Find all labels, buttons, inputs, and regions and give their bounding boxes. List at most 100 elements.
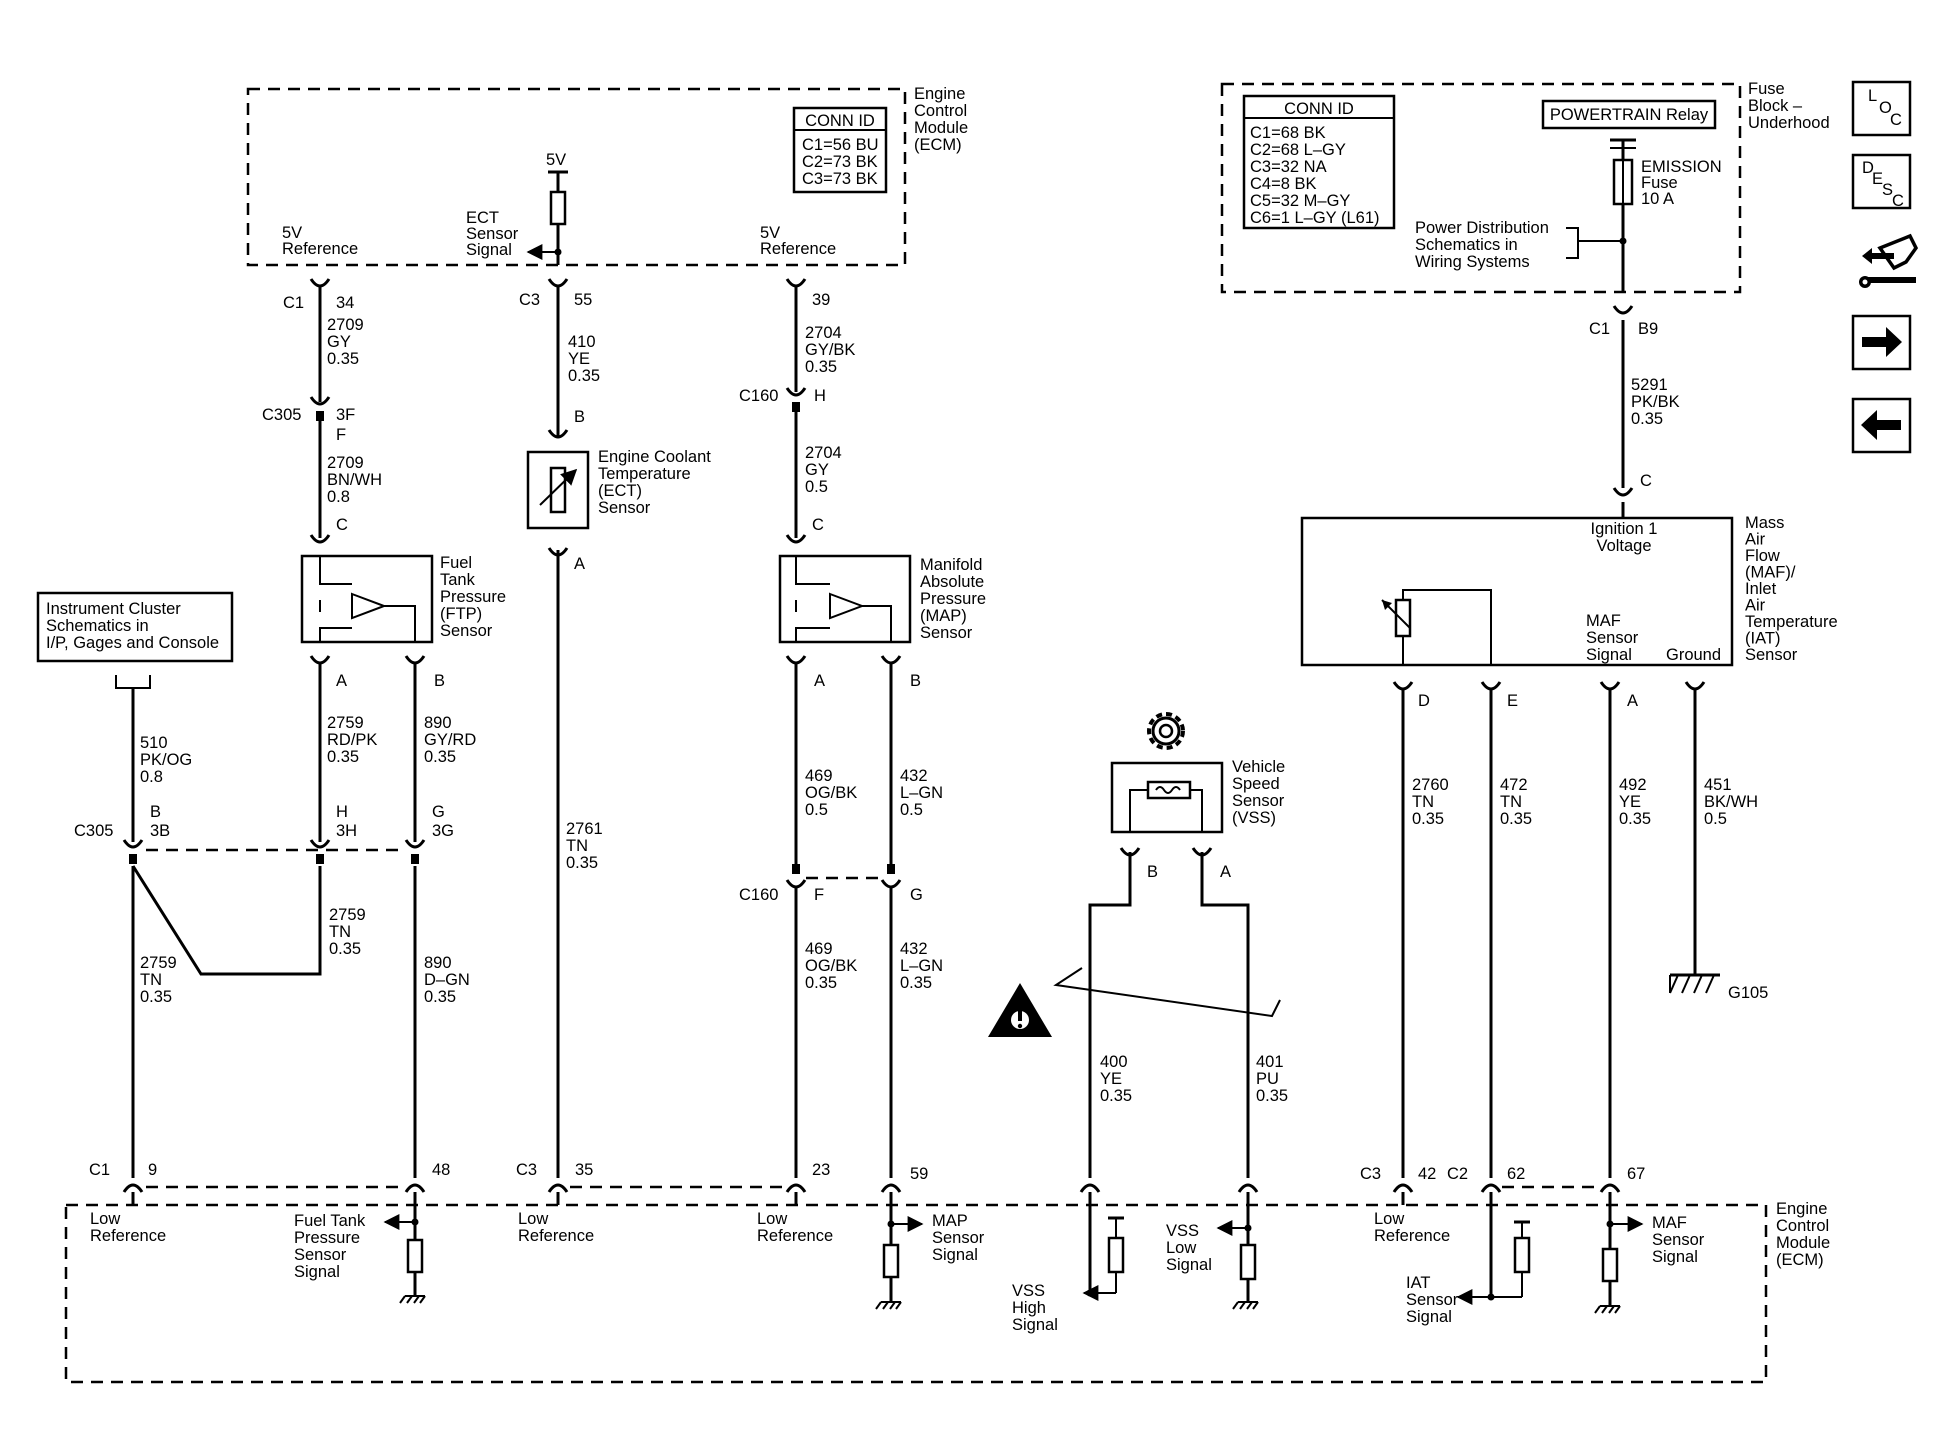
svg-text:C: C bbox=[1890, 111, 1902, 129]
maf-ground-label: Ground bbox=[1666, 646, 1721, 664]
maf-iat-sensor bbox=[1300, 502, 1734, 667]
powertrain-relay-label: POWERTRAIN Relay bbox=[1550, 106, 1709, 124]
connector-label: 3F bbox=[336, 406, 355, 424]
fuse-conn-id-table: CONN ID C1=68 BK C2=68 L–GY C3=32 NA C4=… bbox=[1242, 94, 1396, 230]
connector-label: C1 bbox=[1589, 320, 1610, 338]
connector-label: B9 bbox=[1638, 320, 1658, 338]
svg-text:C: C bbox=[1892, 192, 1904, 210]
connector-label: A bbox=[336, 672, 347, 690]
connector-label: 3H bbox=[336, 822, 357, 840]
connector-label: C bbox=[336, 516, 348, 534]
ecm-low-reference-stubs bbox=[131, 1192, 1405, 1205]
connector-label: A bbox=[814, 672, 825, 690]
ect-sensor bbox=[526, 450, 590, 530]
powertrain-relay: POWERTRAIN Relay bbox=[1541, 99, 1717, 130]
connector-label: 55 bbox=[574, 291, 592, 309]
fuse-block-outline bbox=[1220, 82, 1742, 294]
connector-label: C2 bbox=[1447, 1165, 1468, 1183]
next-page-button[interactable] bbox=[1851, 314, 1912, 371]
conn-id-line: C4=8 BK bbox=[1250, 175, 1317, 193]
loc-button[interactable]: L O C bbox=[1851, 80, 1912, 137]
connector-label: 23 bbox=[812, 1161, 830, 1179]
twisted-pair-indicator bbox=[1053, 967, 1281, 1018]
connector-label: 39 bbox=[812, 291, 830, 309]
conn-id-line: C3=32 NA bbox=[1250, 158, 1327, 176]
connector-label: A bbox=[574, 555, 585, 573]
connector-tool-icon[interactable] bbox=[1859, 233, 1919, 288]
connector-label: B bbox=[910, 672, 921, 690]
ecm-iat-input-circuit bbox=[1456, 1192, 1531, 1305]
connector-label: H bbox=[336, 803, 348, 821]
ecm-bottom-outline bbox=[64, 1203, 1768, 1384]
conn-id-line: C6=1 L–GY (L61) bbox=[1250, 209, 1380, 227]
connector-label: D bbox=[1418, 692, 1430, 710]
connector-label: F bbox=[336, 426, 346, 444]
connector-label: B bbox=[1147, 863, 1158, 881]
svg-text:D: D bbox=[1862, 159, 1874, 177]
connector-label: C160 bbox=[739, 886, 778, 904]
connector-label: C1 bbox=[283, 294, 304, 312]
connector-label: B bbox=[150, 803, 161, 821]
previous-page-button[interactable] bbox=[1851, 397, 1912, 454]
desc-button[interactable]: D E S C bbox=[1851, 153, 1912, 210]
connector-label: C bbox=[1640, 472, 1652, 490]
connector-cups bbox=[122, 278, 1706, 1193]
connector-label: B bbox=[434, 672, 445, 690]
connector-label: F bbox=[814, 886, 824, 904]
connector-label: C bbox=[812, 516, 824, 534]
conn-id-line: C1=68 BK bbox=[1250, 124, 1326, 142]
connector-label: G bbox=[432, 803, 445, 821]
ecm-ftp-input-circuit bbox=[383, 1192, 426, 1304]
svg-text:E: E bbox=[1872, 170, 1883, 188]
connector-label: E bbox=[1507, 692, 1518, 710]
conn-id-line: C5=32 M–GY bbox=[1250, 192, 1350, 210]
wire-401-pu bbox=[1200, 852, 1250, 1178]
arrow-left-icon bbox=[1861, 410, 1901, 440]
connector-label: C3 bbox=[1360, 1165, 1381, 1183]
connector-label: C3 bbox=[516, 1161, 537, 1179]
conn-id-line: C2=68 L–GY bbox=[1250, 141, 1346, 159]
warning-icon bbox=[988, 983, 1052, 1037]
connector-label: B bbox=[574, 408, 585, 426]
connector-label: 42 bbox=[1418, 1165, 1436, 1183]
connector-label: 9 bbox=[148, 1161, 157, 1179]
svg-text:S: S bbox=[1882, 181, 1893, 199]
ecm-map-input-circuit bbox=[875, 1192, 924, 1310]
conn-id-line: C3=73 BK bbox=[802, 170, 878, 188]
conn-id-header: CONN ID bbox=[1284, 100, 1354, 118]
connector-label: C1 bbox=[89, 1161, 110, 1179]
conn-id-header: CONN ID bbox=[805, 112, 875, 130]
